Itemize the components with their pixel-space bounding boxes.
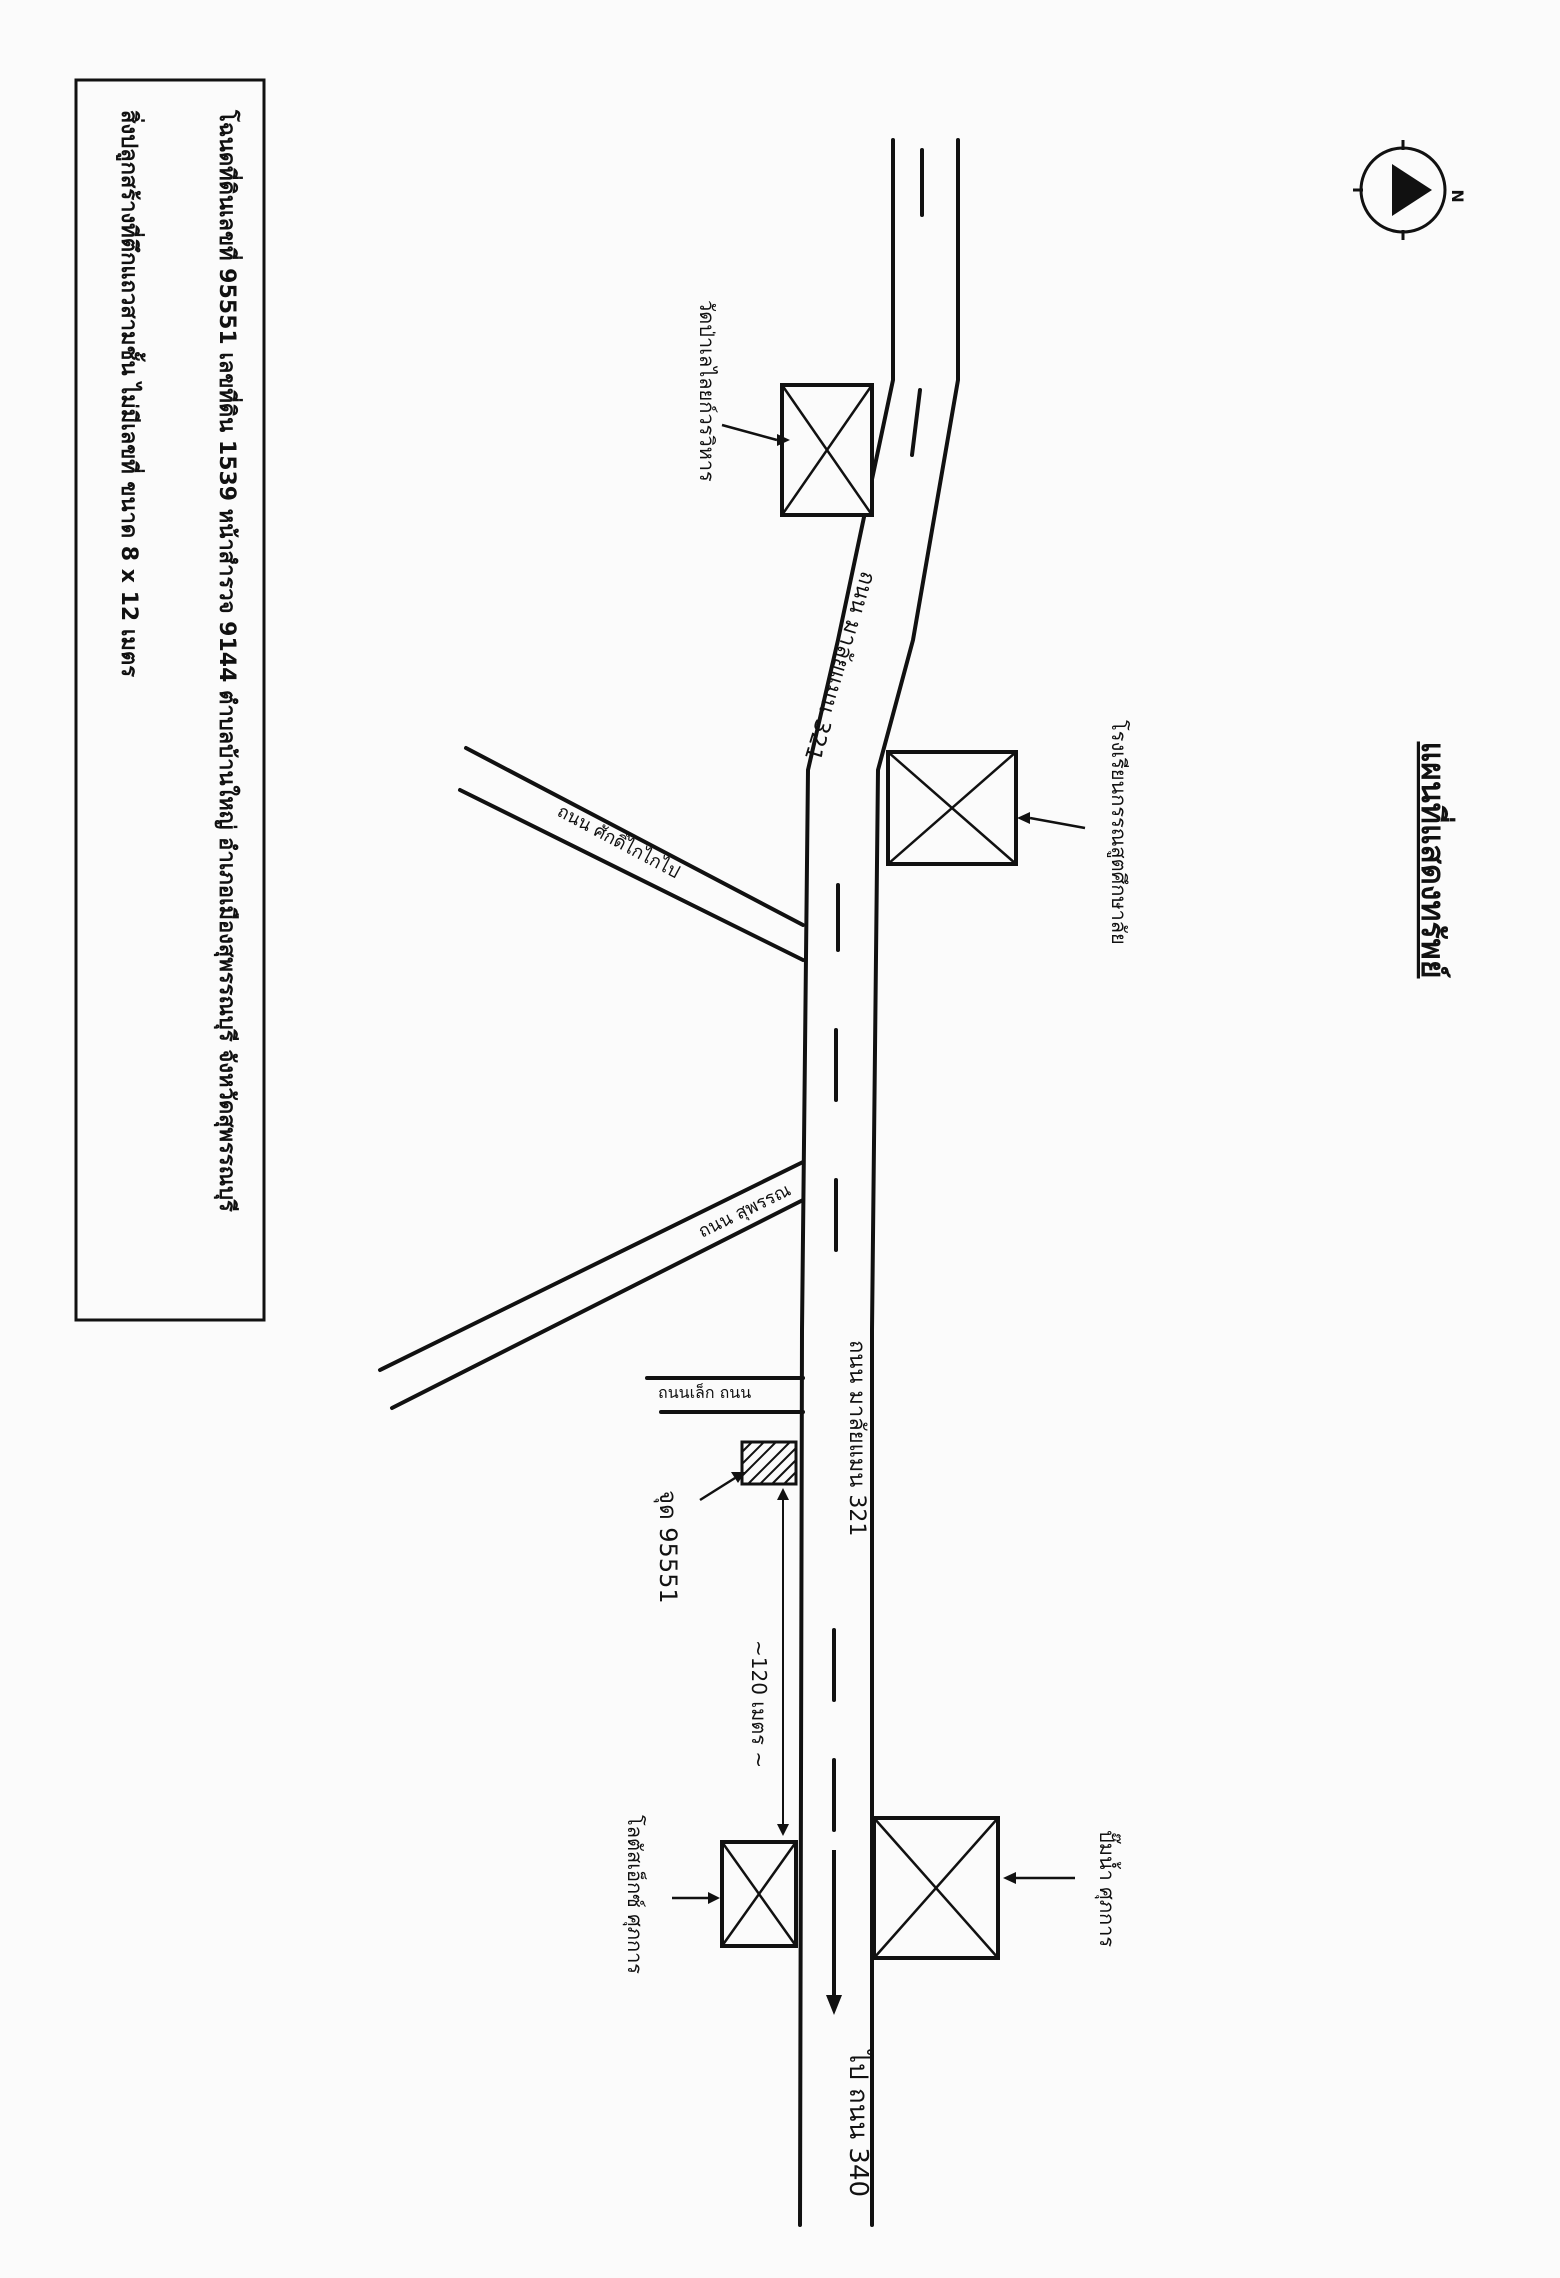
branch-road-2-edge-a: [378, 1160, 805, 1372]
main-road-centre-line: [832, 148, 924, 1832]
distance-label: ~120 เมตร ~: [747, 1640, 771, 1768]
subject-label: จุด 95551: [653, 1490, 682, 1604]
distance-measurement-line: [777, 1488, 789, 1836]
gas-station-right-pointer-arrow-icon: [1003, 1872, 1075, 1884]
info-line-1: โฉนดที่ดินเลขที่ 95551 เลขที่ดิน 1539 หน…: [213, 109, 244, 1212]
info-box: [74, 78, 266, 1322]
north-arrow-icon: N: [1353, 140, 1467, 240]
gas-station-left-pointer-arrow-icon: [672, 1892, 720, 1904]
map-title: แผนที่แสดงทรัพย์: [1414, 741, 1456, 978]
school-landmark: [886, 750, 1018, 866]
gas-station-left-label: โลตัสเอ็กซ์ ศุภการ: [622, 1815, 648, 1974]
main-road-label-north: ถนน มาลัยแมน 321: [799, 568, 880, 763]
gas-station-right-landmark: [872, 1816, 1000, 1960]
gas-station-left-landmark: [720, 1840, 798, 1948]
info-line-2: สิ่งปลูกสร้างที่ตึกแถวสามชั้น ไม่มีเลขที…: [115, 110, 146, 677]
main-road-label-south: ถนน มาลัยแมน 321: [844, 1340, 869, 1536]
direction-arrow-icon: [826, 1850, 842, 2015]
branch-road-1-edge-b: [458, 788, 805, 962]
destination-label: ไป ถนน 340: [843, 2048, 874, 2197]
temple-pointer-arrow-icon: [721, 423, 790, 446]
gas-station-right-label: ปั๊มน้ำ ศุภการ: [1094, 1830, 1122, 1947]
temple-label: วัดป่าเลไลยก์วรวิหาร: [695, 300, 719, 482]
small-lane-label: ถนนเล็ก ถนน: [658, 1382, 751, 1402]
main-road-east-edge: [870, 138, 960, 2227]
school-pointer-arrow-icon: [1017, 812, 1086, 830]
subject-property-marker: [740, 1440, 798, 1486]
temple-landmark: [780, 383, 874, 517]
branch-road-1-edge-a: [464, 746, 805, 927]
school-label: โรงเรียนกรรณสูตศึกษาลัย: [1106, 720, 1131, 945]
compass-label: N: [1448, 189, 1467, 202]
main-road-west-edge: [798, 138, 895, 2227]
branch-road-2-edge-b: [390, 1198, 805, 1410]
subject-pointer-arrow-icon: [699, 1472, 745, 1502]
